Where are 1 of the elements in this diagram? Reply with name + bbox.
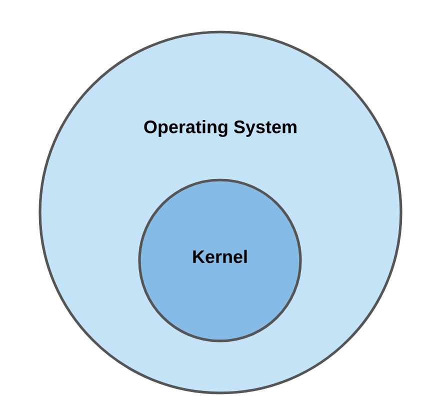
circle-node: Kernel <box>138 178 302 342</box>
